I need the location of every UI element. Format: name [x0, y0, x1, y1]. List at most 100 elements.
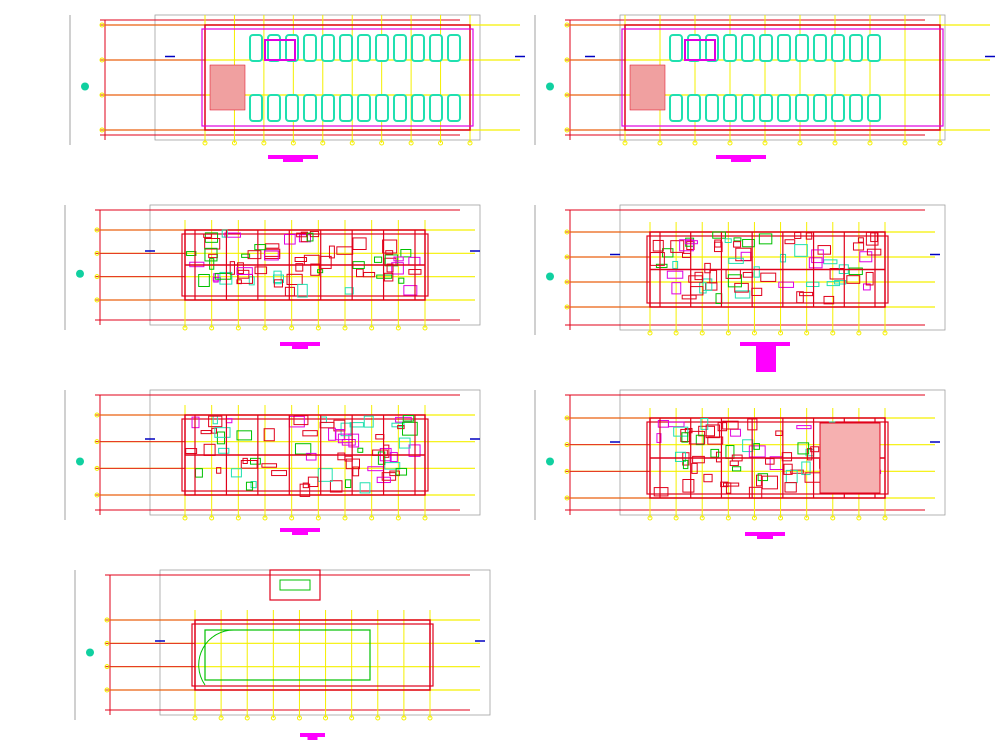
room-detail — [714, 239, 722, 248]
room-detail — [348, 433, 360, 448]
room-detail — [349, 422, 364, 428]
room-detail — [783, 463, 793, 475]
room-detail — [740, 251, 752, 261]
grid-bubble — [289, 325, 295, 331]
north-arrow-icon — [76, 269, 84, 278]
grid-bubble — [699, 515, 705, 521]
grid-bubble — [379, 140, 385, 146]
room-detail — [397, 425, 405, 430]
building-outline — [204, 24, 471, 131]
room-detail — [306, 232, 314, 242]
room-detail — [254, 244, 267, 251]
grid-bubble — [647, 330, 653, 336]
room-detail — [775, 430, 783, 436]
grid-bubble — [564, 229, 570, 235]
grid-bubble — [882, 515, 888, 521]
building-outline — [201, 28, 474, 127]
grid-bubble — [235, 325, 241, 331]
grid-bubble — [830, 330, 836, 336]
room-detail — [352, 237, 367, 250]
parked-car — [339, 94, 353, 122]
grid-bubble — [564, 415, 570, 421]
grid-bubble — [375, 715, 381, 721]
grid-bubble — [564, 304, 570, 310]
grid-bubble — [564, 442, 570, 448]
grid-bubble — [342, 325, 348, 331]
room-detail — [794, 244, 808, 257]
room-detail — [682, 459, 689, 470]
room-detail — [383, 272, 394, 282]
grid-bubble — [94, 227, 100, 233]
room-detail — [391, 262, 404, 275]
north-arrow-icon — [86, 648, 94, 657]
room-detail — [402, 421, 418, 436]
plan-2 — [534, 14, 995, 162]
room-detail — [733, 237, 742, 242]
room-detail — [695, 434, 705, 446]
room-detail — [203, 233, 212, 238]
parked-car — [687, 94, 701, 122]
grid-bubble — [290, 140, 296, 146]
room-detail — [870, 232, 878, 243]
ramp-hatch — [629, 64, 666, 111]
grid-bubble — [323, 715, 329, 721]
grid-bubble — [902, 140, 908, 146]
room-detail — [240, 459, 258, 469]
grid-bubble — [762, 140, 768, 146]
room-detail — [757, 473, 769, 482]
plan-4 — [534, 204, 946, 372]
grid-bubble — [937, 140, 943, 146]
parked-car — [867, 34, 881, 62]
grid-bubble — [261, 140, 267, 146]
room-detail — [684, 427, 693, 434]
room-detail — [286, 273, 303, 286]
parked-car — [429, 34, 443, 62]
room-detail — [865, 231, 879, 246]
room-detail — [703, 473, 713, 483]
grid-bubble — [99, 92, 105, 98]
room-detail — [345, 458, 360, 470]
room-detail — [702, 278, 713, 291]
room-detail — [229, 261, 235, 275]
grid-bubble — [104, 617, 110, 623]
room-detail — [823, 259, 838, 265]
room-detail — [198, 273, 210, 287]
room-detail — [748, 486, 763, 499]
room-detail — [376, 274, 393, 279]
grid-bubble — [427, 715, 433, 721]
room-detail — [237, 273, 254, 284]
grid-bubble — [244, 715, 250, 721]
grid-bubble — [832, 140, 838, 146]
parked-car — [249, 94, 263, 122]
parked-car — [723, 34, 737, 62]
room-detail — [655, 263, 668, 268]
site-boundary — [149, 389, 481, 516]
grid-bubble — [564, 468, 570, 474]
grid-bubble — [262, 515, 268, 521]
parked-car — [411, 94, 425, 122]
room-detail — [398, 437, 411, 449]
grid-bubble — [270, 715, 276, 721]
plan-title-underline — [731, 159, 751, 162]
parked-car — [813, 34, 827, 62]
grid-bubble — [349, 715, 355, 721]
parked-car — [267, 94, 281, 122]
room-detail — [672, 260, 679, 269]
parked-car — [705, 34, 719, 62]
grid-bubble — [94, 439, 100, 445]
parked-car — [429, 94, 443, 122]
parked-car — [687, 34, 701, 62]
room-detail — [656, 433, 662, 443]
room-detail — [400, 248, 412, 258]
terrace-hatch — [819, 422, 881, 494]
room-detail — [408, 256, 421, 266]
room-detail — [810, 446, 820, 453]
room-detail — [667, 421, 685, 428]
room-detail — [356, 268, 364, 278]
grid-bubble — [751, 515, 757, 521]
room-detail — [801, 461, 811, 476]
room-detail — [204, 247, 218, 262]
room-detail — [725, 482, 732, 494]
room-detail — [254, 266, 268, 275]
grid-bubble — [94, 250, 100, 256]
